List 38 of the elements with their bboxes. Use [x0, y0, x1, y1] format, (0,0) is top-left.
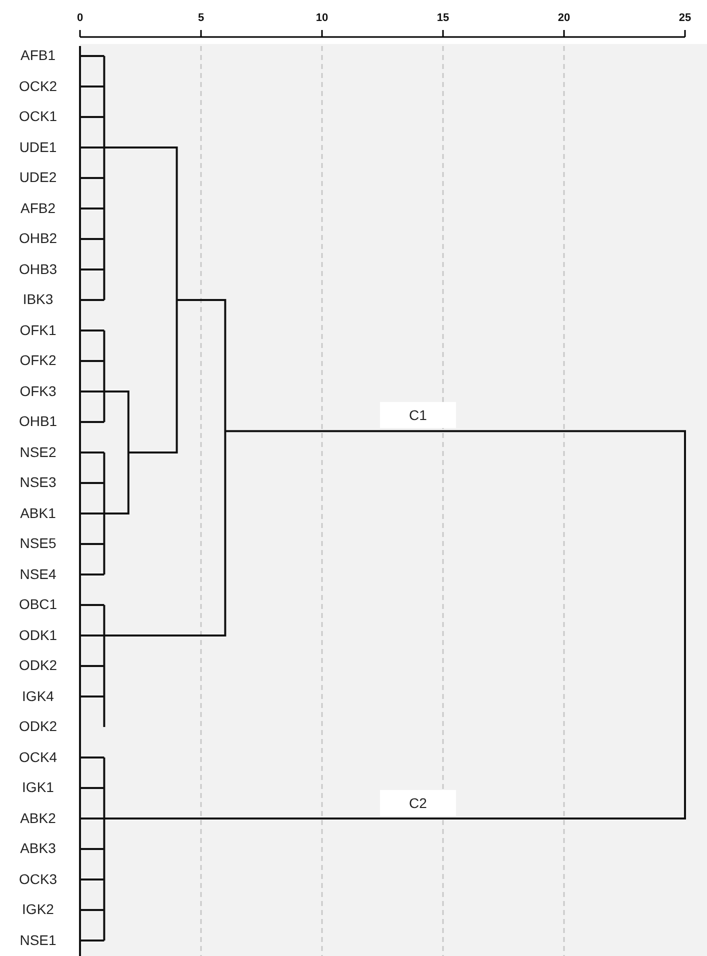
leaf-label: OCK2	[18, 78, 58, 94]
leaf-label: NSE1	[18, 932, 58, 948]
leaf-label: IGK2	[21, 901, 55, 917]
leaf-label: NSE2	[18, 444, 58, 460]
leaf-label: IBK3	[22, 291, 54, 307]
axis-tick-label: 0	[76, 12, 84, 24]
leaf-label: OFK3	[18, 382, 58, 398]
leaf-label: OFK2	[18, 352, 58, 368]
axis-tick-label: 10	[316, 12, 328, 24]
leaf-label: OCK4	[18, 748, 58, 764]
leaf-label: UDE1	[18, 138, 58, 154]
leaf-label: NSE4	[18, 566, 58, 582]
leaf-label: OFK1	[18, 322, 58, 338]
leaf-label: ODK2	[18, 657, 58, 673]
leaf-label: ABK3	[19, 840, 57, 856]
leaf-label: OHB2	[18, 230, 58, 246]
axis-tick-label: 15	[436, 12, 450, 24]
leaf-label: IGK4	[21, 688, 55, 704]
leaf-label: OCK3	[18, 870, 58, 886]
leaf-label: ABK1	[19, 504, 57, 520]
leaf-label: OHB3	[18, 260, 58, 276]
leaf-label: OCK1	[18, 108, 58, 124]
leaf-label: IGK1	[21, 779, 55, 795]
leaf-label: AFB1	[19, 47, 56, 63]
cluster-label: C1	[380, 402, 456, 428]
leaf-label: ODK2	[18, 718, 58, 734]
leaf-label: OBC1	[18, 596, 58, 612]
cluster-label: C2	[380, 790, 456, 816]
leaf-label: ABK2	[19, 810, 57, 826]
leaf-label: UDE2	[18, 169, 58, 185]
axis-tick-label: 5	[198, 12, 204, 24]
axis-tick-label: 25	[678, 12, 692, 24]
leaf-label: NSE3	[18, 474, 58, 490]
leaf-label: NSE5	[18, 535, 58, 551]
leaf-label: OHB1	[18, 413, 58, 429]
axis-tick-label: 20	[558, 12, 570, 24]
leaf-label: AFB2	[19, 200, 56, 216]
leaf-label: ODK1	[18, 626, 58, 642]
